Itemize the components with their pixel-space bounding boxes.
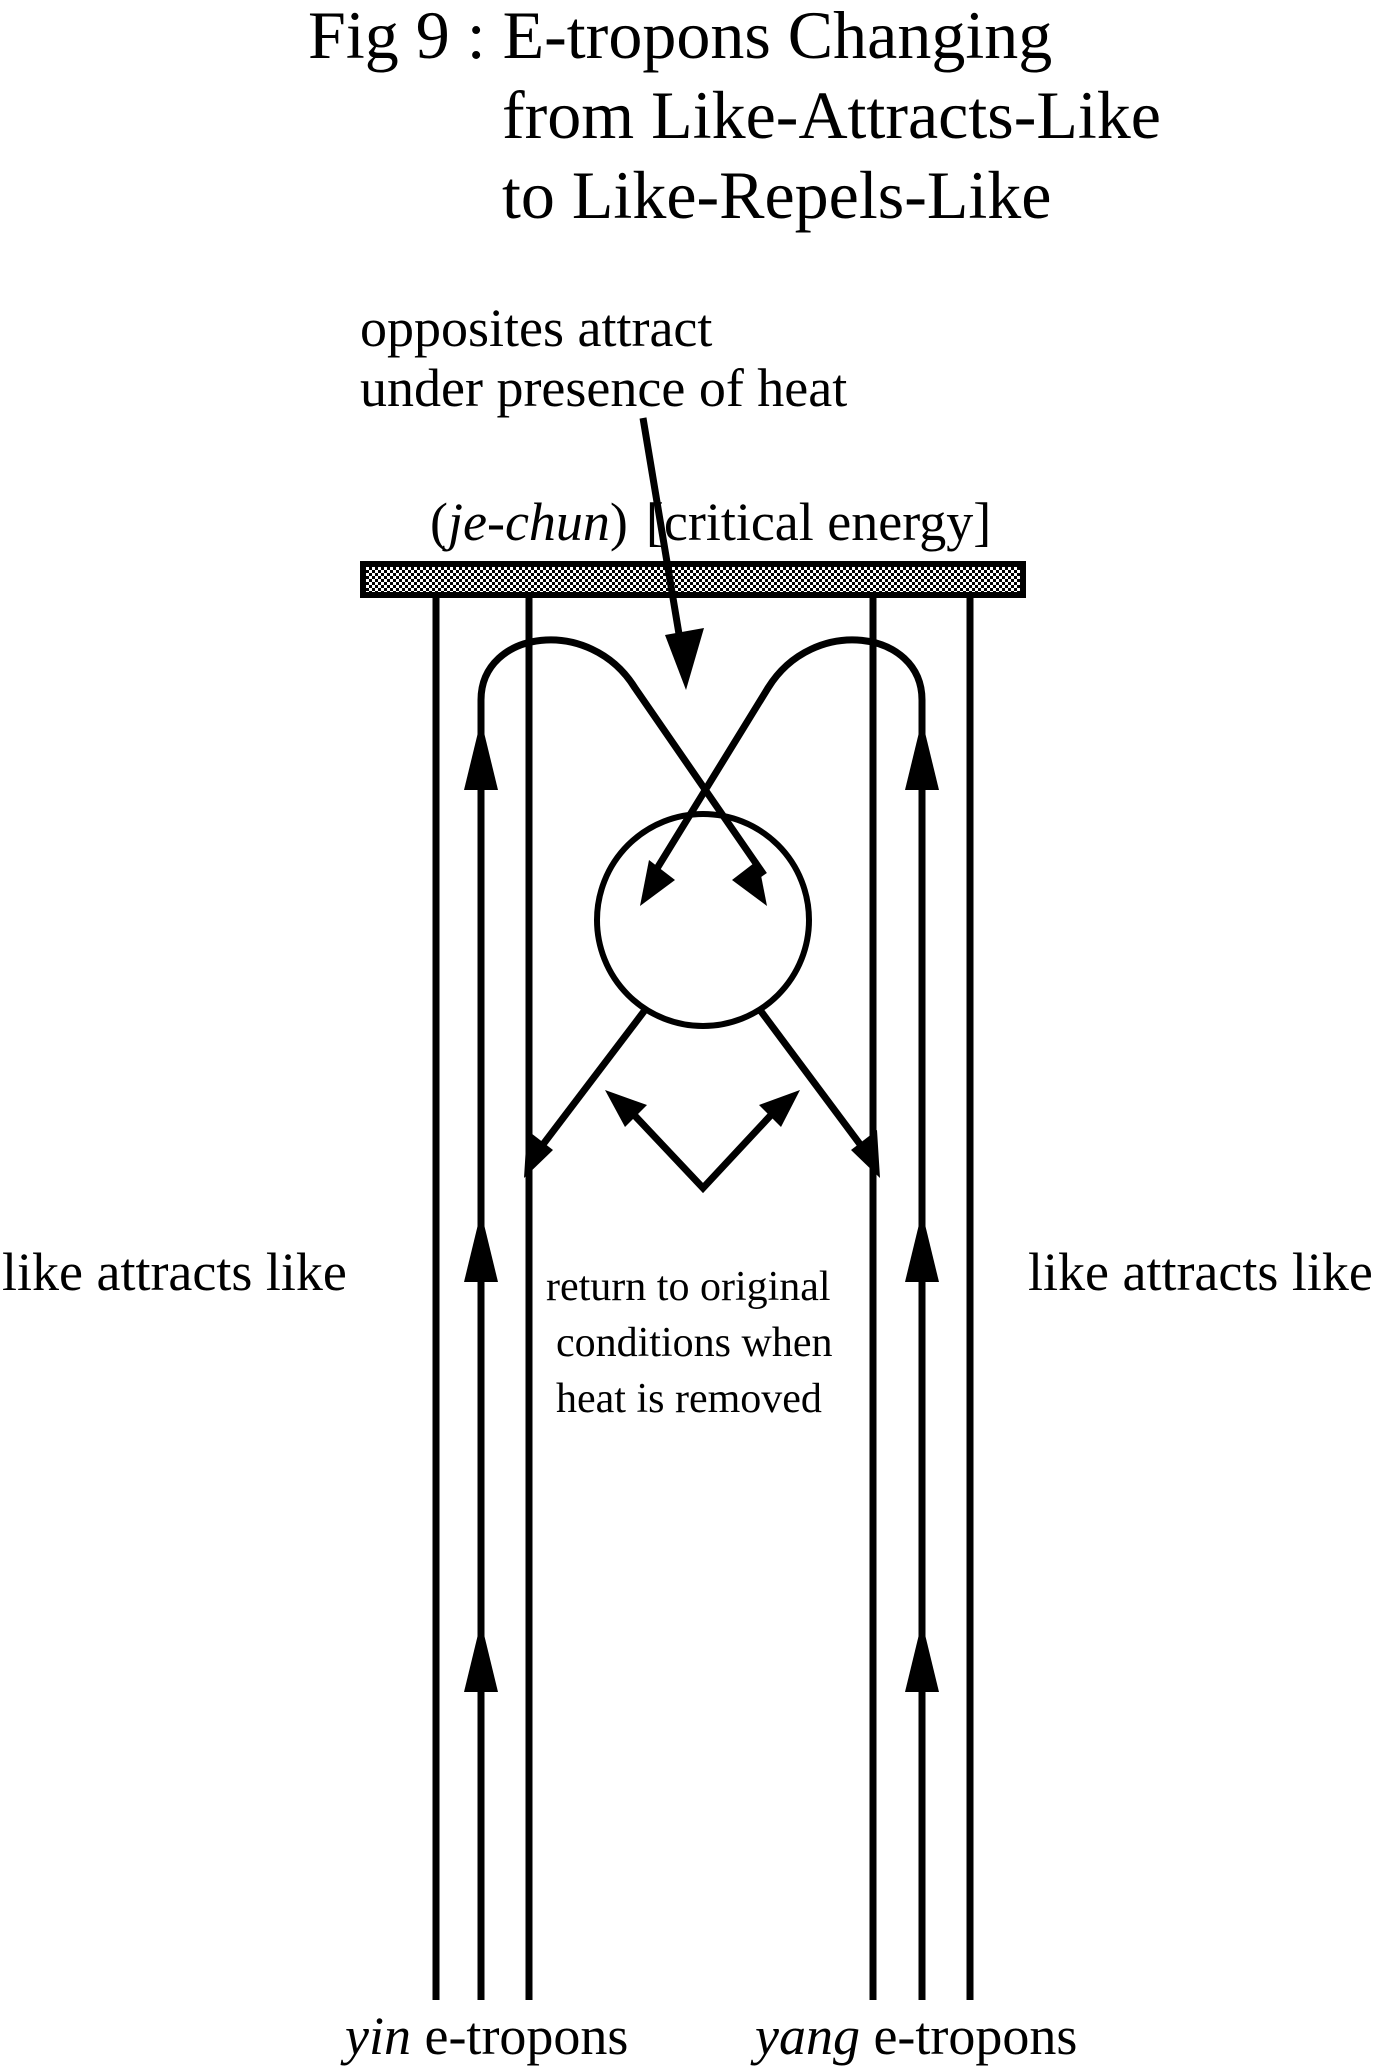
note-line-2: under presence of heat bbox=[360, 358, 847, 418]
return-conditions-note: return to original conditions when heat … bbox=[546, 1264, 832, 1422]
return-v-lines bbox=[617, 1097, 788, 1194]
return-v-left-arrowhead bbox=[605, 1090, 647, 1127]
je-chun-label: je-chun bbox=[442, 492, 610, 552]
yin-word: yin bbox=[340, 2006, 411, 2066]
yang-rest: e-tropons bbox=[860, 2006, 1077, 2066]
bar-label-open-paren: ( bbox=[430, 492, 448, 552]
yang-up-arrow-3 bbox=[905, 1622, 939, 1692]
yin-return-line bbox=[532, 1007, 648, 1158]
note-line-1: opposites attract bbox=[360, 298, 712, 358]
note-pointer-arrowhead bbox=[665, 628, 704, 690]
yang-return-arrowhead bbox=[851, 1130, 880, 1178]
center-note-line-2: conditions when bbox=[556, 1320, 832, 1366]
yang-into-circle-arrow bbox=[640, 860, 675, 906]
return-v-right-arrowhead bbox=[759, 1090, 800, 1127]
yin-crossover-path bbox=[477, 636, 767, 877]
yin-up-arrow-3 bbox=[464, 1622, 498, 1692]
yang-word: yang bbox=[750, 2006, 860, 2066]
yin-up-arrow-1 bbox=[464, 720, 498, 790]
yin-tropons-label: yin e-tropons bbox=[340, 2006, 628, 2066]
yang-tropons-label: yang e-tropons bbox=[750, 2006, 1077, 2066]
tropon-lines bbox=[432, 597, 974, 2000]
yang-crossover-path bbox=[650, 636, 926, 877]
critical-energy-bar bbox=[360, 561, 1026, 598]
arrowheads bbox=[464, 628, 939, 1692]
yin-into-circle-arrow bbox=[732, 860, 767, 906]
bar-label-close-paren: ) bbox=[610, 492, 628, 552]
yin-rest: e-tropons bbox=[411, 2006, 628, 2066]
opposites-attract-note: opposites attract under presence of heat bbox=[360, 298, 847, 418]
yang-up-arrow-1 bbox=[905, 720, 939, 790]
note-pointer-line bbox=[639, 417, 684, 641]
right-label: like attracts like bbox=[1028, 1242, 1373, 1302]
yang-return-line bbox=[757, 1007, 871, 1158]
yin-up-arrow-2 bbox=[464, 1212, 498, 1282]
center-note-line-1: return to original bbox=[546, 1264, 831, 1310]
bar-label: (je-chun) [critical energy] bbox=[430, 492, 991, 552]
yin-return-arrowhead bbox=[524, 1130, 553, 1178]
left-label: like attracts like bbox=[2, 1242, 347, 1302]
critical-energy-label: [critical energy] bbox=[646, 492, 991, 552]
yang-up-arrow-2 bbox=[905, 1212, 939, 1282]
center-note-line-3: heat is removed bbox=[556, 1376, 822, 1422]
title-line-2: from Like-Attracts-Like bbox=[502, 77, 1161, 153]
figure-title: Fig 9 : E-tropons Changing from Like-Att… bbox=[308, 0, 1161, 233]
title-line-3: to Like-Repels-Like bbox=[502, 157, 1051, 233]
title-line-1: Fig 9 : E-tropons Changing bbox=[308, 0, 1052, 73]
interaction-circle bbox=[594, 811, 812, 1029]
